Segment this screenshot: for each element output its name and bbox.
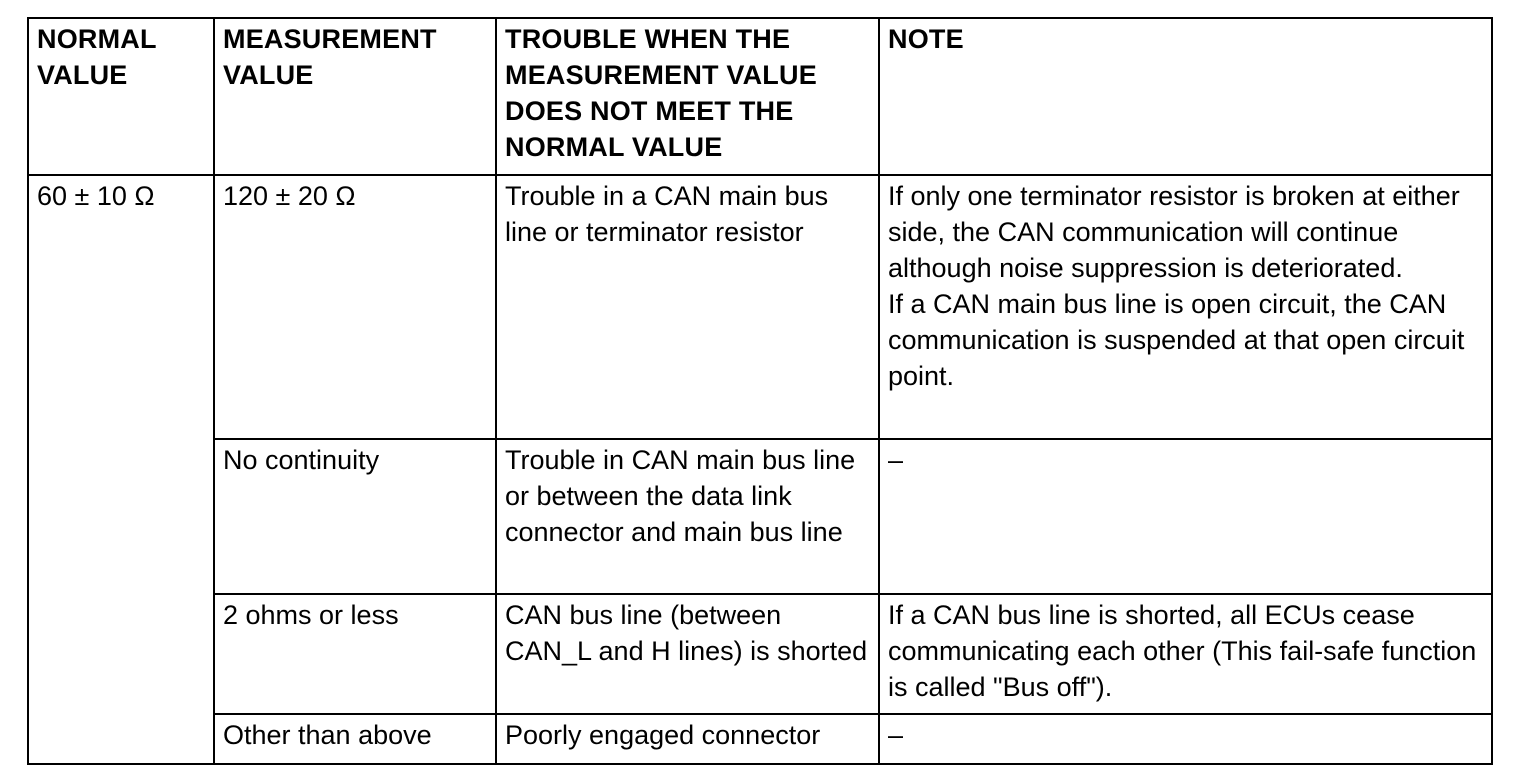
- note-dash: –: [888, 445, 904, 475]
- table-row: 60 ± 10 Ω 120 ± 20 Ω Trouble in a CAN ma…: [27, 174, 1493, 765]
- header-trouble: TROUBLE WHEN THE MEASUREMENT VALUE DOES …: [495, 17, 880, 176]
- header-measurement-value: MEASUREMENT VALUE: [213, 17, 497, 176]
- trouble-cell: Poorly engaged connector: [495, 713, 880, 765]
- note-cell: If only one terminator resistor is broke…: [878, 174, 1493, 440]
- trouble-cell: Trouble in a CAN main bus line or termin…: [495, 174, 880, 440]
- header-normal-value: NORMAL VALUE: [27, 17, 215, 176]
- note-cell: If a CAN bus line is shorted, all ECUs c…: [878, 593, 1493, 715]
- header-row: NORMAL VALUE MEASUREMENT VALUE TROUBLE W…: [27, 17, 1493, 176]
- measurement-cell: Other than above: [213, 713, 497, 765]
- header-note: NOTE: [878, 17, 1493, 176]
- note-cell: –: [878, 438, 1493, 595]
- measurement-cell: No continuity: [213, 438, 497, 595]
- note-dash: –: [888, 720, 904, 750]
- normal-value-cell: 60 ± 10 Ω: [27, 174, 215, 765]
- trouble-cell: CAN bus line (between CAN_L and H lines)…: [495, 593, 880, 715]
- table-row: Other than above Poorly engaged connecto…: [28, 713, 1493, 765]
- note-text: If a CAN main bus line is open circuit, …: [888, 289, 1465, 391]
- table-row: No continuity Trouble in CAN main bus li…: [28, 438, 1493, 595]
- trouble-cell: Trouble in CAN main bus line or between …: [495, 438, 880, 595]
- note-text: If only one terminator resistor is broke…: [888, 181, 1460, 283]
- can-bus-resistance-table: NORMAL VALUE MEASUREMENT VALUE TROUBLE W…: [27, 17, 1493, 765]
- note-text: If a CAN bus line is shorted, all ECUs c…: [888, 600, 1477, 702]
- note-cell: –: [878, 713, 1493, 765]
- table-row: 2 ohms or less CAN bus line (between CAN…: [28, 593, 1493, 715]
- measurement-cell: 120 ± 20 Ω: [213, 174, 497, 440]
- measurement-cell: 2 ohms or less: [213, 593, 497, 715]
